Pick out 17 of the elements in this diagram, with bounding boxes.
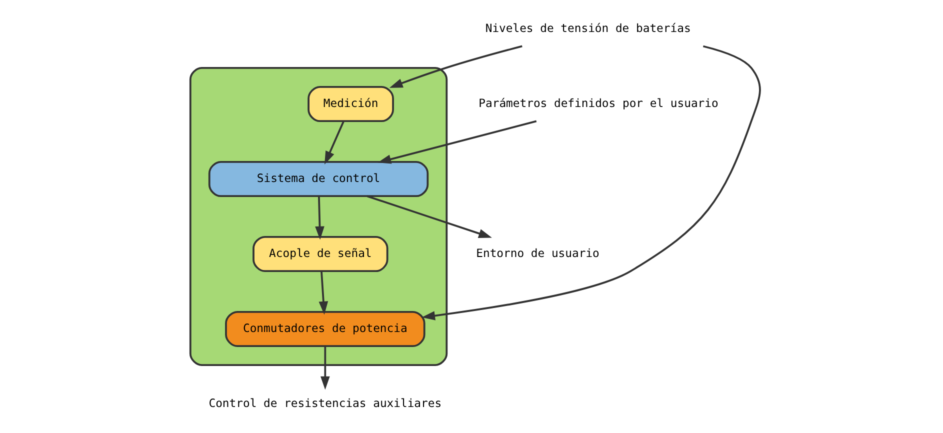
node-text: Control de resistencias auxiliares [208,396,442,410]
node-text: Entorno de usuario [476,246,600,260]
arrow [389,45,522,88]
node-box: Sistema de control [208,160,429,198]
arrow [315,196,324,240]
arrow [320,346,330,390]
arrow [422,45,761,320]
arrow [318,271,328,315]
arrow [366,195,492,238]
arrow [324,120,344,165]
node-box: Acople de señal [252,236,388,272]
node-box: Medición [308,86,394,122]
cluster [189,67,448,366]
arrow [378,120,537,164]
node-text: Parámetros definidos por el usuario [478,96,718,110]
node-box: Conmutadores de potencia [225,310,426,347]
node-text: Niveles de tensión de baterías [485,20,691,35]
